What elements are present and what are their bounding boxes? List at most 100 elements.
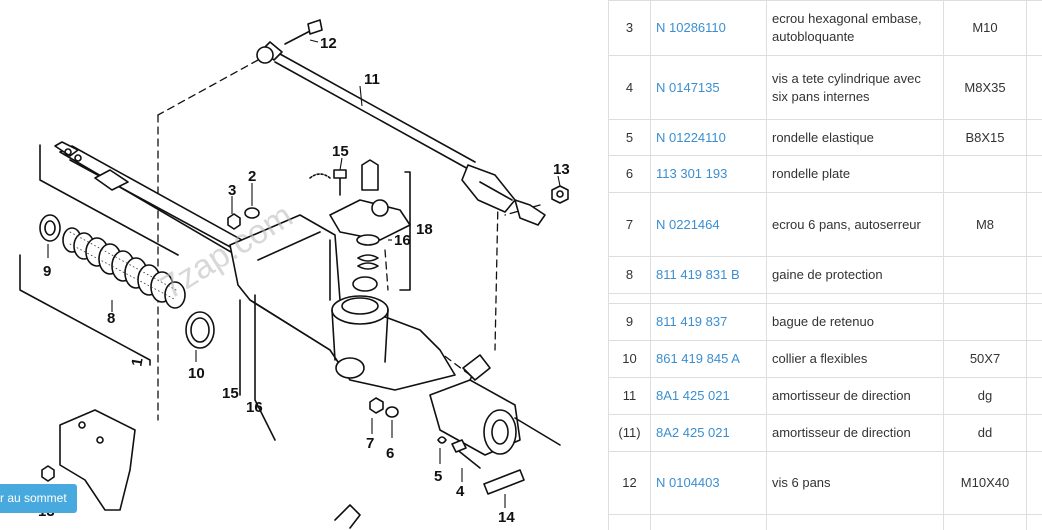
part-quantity: 2 <box>1026 55 1042 120</box>
row-number: 4 <box>608 55 651 120</box>
callout-14: 14 <box>498 509 515 526</box>
table-row: 4 N 0147135 vis a tete cylindrique avec … <box>608 55 1042 120</box>
row-number: (11) <box>608 414 651 452</box>
part-description: rondelle elastique <box>766 119 944 156</box>
row-number: 6 <box>608 155 651 193</box>
row-number: 8 <box>608 256 651 294</box>
row-number <box>608 514 651 530</box>
part-number-cell <box>650 293 767 304</box>
callout-11: 11 <box>364 71 380 88</box>
callout-8: 8 <box>107 310 115 327</box>
back-to-top-button[interactable]: r au sommet <box>0 484 77 513</box>
callout-13: 13 <box>553 161 570 178</box>
parts-list: 3 N 10286110 ecrou hexagonal embase, aut… <box>608 0 1042 530</box>
part-description: amortisseur de direction <box>766 414 944 452</box>
table-row-spacer <box>608 293 1042 304</box>
part-spec <box>943 514 1027 530</box>
callout-2: 2 <box>248 168 256 185</box>
part-quantity: 1 <box>1026 340 1042 378</box>
part-description: gaine de protection <box>766 256 944 294</box>
part-quantity: 2 <box>1026 155 1042 193</box>
part-spec: dd <box>943 414 1027 452</box>
part-quantity: 1 <box>1026 414 1042 452</box>
part-number-link[interactable]: 861 419 845 A <box>650 340 767 378</box>
part-number-link[interactable]: N 0147135 <box>650 55 767 120</box>
callout-9: 9 <box>43 263 51 280</box>
callout-1: 1 <box>128 357 146 368</box>
row-number: 5 <box>608 119 651 156</box>
part-number-link[interactable]: 8A2 425 021 <box>650 414 767 452</box>
row-number <box>608 293 651 304</box>
part-quantity <box>1026 514 1042 530</box>
callout-16-lower: 16 <box>246 399 263 416</box>
part-quantity: 2 <box>1026 451 1042 515</box>
part-number-link[interactable]: N 0104403 <box>650 451 767 515</box>
part-number-link[interactable]: 113 301 193 <box>650 155 767 193</box>
part-spec <box>943 293 1027 304</box>
part-spec: M10 <box>943 0 1027 56</box>
part-number-cell <box>650 514 767 530</box>
part-description: collier a flexibles <box>766 340 944 378</box>
part-description: vis 6 pans <box>766 451 944 515</box>
table-row: 11 8A1 425 021 amortisseur de direction … <box>608 377 1042 415</box>
part-spec: M8 <box>943 192 1027 257</box>
part-description: vis a tete cylindrique avec six pans int… <box>766 55 944 120</box>
part-spec: B8X15 <box>943 119 1027 156</box>
table-row <box>608 514 1042 530</box>
callout-15-lower: 15 <box>222 385 239 402</box>
part-spec: dg <box>943 377 1027 415</box>
part-spec <box>943 155 1027 193</box>
callout-7: 7 <box>366 435 374 452</box>
part-quantity: 1 <box>1026 256 1042 294</box>
part-quantity: 2 <box>1026 0 1042 56</box>
part-description <box>766 293 944 304</box>
part-quantity: 2 <box>1026 192 1042 257</box>
part-number-link[interactable]: 811 419 837 <box>650 303 767 341</box>
row-number: 10 <box>608 340 651 378</box>
part-spec <box>943 303 1027 341</box>
part-quantity: 2 <box>1026 119 1042 156</box>
steering-rack-illustration: 7zap.com 12 11 13 15 2 3 18 16 9 8 1 10 … <box>19 19 570 529</box>
table-row: 9 811 419 837 bague de retenuo 1 <box>608 303 1042 341</box>
part-description: ecrou 6 pans, autoserreur <box>766 192 944 257</box>
callout-5: 5 <box>434 468 442 485</box>
table-row: 8 811 419 831 B gaine de protection 1 <box>608 256 1042 294</box>
part-description: bague de retenuo <box>766 303 944 341</box>
part-number-link[interactable]: 8A1 425 021 <box>650 377 767 415</box>
part-description: amortisseur de direction <box>766 377 944 415</box>
row-number: 9 <box>608 303 651 341</box>
parts-table: 3 N 10286110 ecrou hexagonal embase, aut… <box>608 0 1042 530</box>
table-row: 5 N 01224110 rondelle elastique B8X15 2 <box>608 119 1042 156</box>
row-number: 12 <box>608 451 651 515</box>
part-number-link[interactable]: N 10286110 <box>650 0 767 56</box>
table-row: 6 113 301 193 rondelle plate 2 <box>608 155 1042 193</box>
row-number: 3 <box>608 0 651 56</box>
table-row: (11) 8A2 425 021 amortisseur de directio… <box>608 414 1042 452</box>
part-spec <box>943 256 1027 294</box>
part-number-link[interactable]: N 0221464 <box>650 192 767 257</box>
callout-16: 16 <box>394 232 411 249</box>
row-number: 11 <box>608 377 651 415</box>
callout-15: 15 <box>332 143 349 160</box>
callout-12: 12 <box>320 35 337 52</box>
table-row: 3 N 10286110 ecrou hexagonal embase, aut… <box>608 0 1042 56</box>
callout-3: 3 <box>228 182 236 199</box>
parts-diagram: 7zap.com 12 11 13 15 2 3 18 16 9 8 1 10 … <box>19 19 570 529</box>
callout-6: 6 <box>386 445 394 462</box>
part-number-link[interactable]: N 01224110 <box>650 119 767 156</box>
part-description <box>766 514 944 530</box>
part-spec: M8X35 <box>943 55 1027 120</box>
part-quantity <box>1026 293 1042 304</box>
table-row: 12 N 0104403 vis 6 pans M10X40 2 <box>608 451 1042 515</box>
table-row: 10 861 419 845 A collier a flexibles 50X… <box>608 340 1042 378</box>
part-spec: 50X7 <box>943 340 1027 378</box>
part-quantity: 1 <box>1026 377 1042 415</box>
callout-4: 4 <box>456 483 465 500</box>
part-description: ecrou hexagonal embase, autobloquante <box>766 0 944 56</box>
callout-18: 18 <box>416 221 433 238</box>
part-number-link[interactable]: 811 419 831 B <box>650 256 767 294</box>
row-number: 7 <box>608 192 651 257</box>
part-spec: M10X40 <box>943 451 1027 515</box>
table-row: 7 N 0221464 ecrou 6 pans, autoserreur M8… <box>608 192 1042 257</box>
part-quantity: 1 <box>1026 303 1042 341</box>
